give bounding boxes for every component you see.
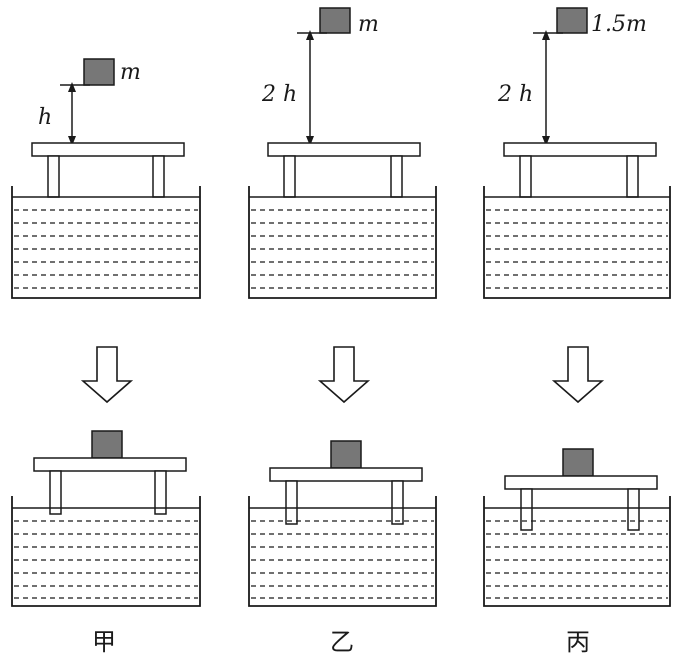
caption-jia: 甲 bbox=[92, 628, 116, 656]
height-label-yi: 2 h bbox=[261, 82, 297, 107]
table-leg-left-bing bbox=[519, 155, 532, 198]
table-leg-right-bing bbox=[626, 155, 639, 198]
table-leg-right-after-yi bbox=[391, 480, 404, 525]
water-tank-bottom-bing bbox=[483, 496, 671, 607]
water-tank-bottom-jia bbox=[11, 496, 201, 607]
before-scene-bing: 1.5m 2 h bbox=[483, 7, 671, 299]
after-scene-bing bbox=[483, 448, 671, 607]
table-top-after-yi bbox=[269, 467, 423, 482]
table-top-bing bbox=[503, 142, 657, 157]
table-top-after-jia bbox=[33, 457, 187, 472]
mass-label-yi: m bbox=[358, 12, 379, 37]
panel-bing: 1.5m 2 h bbox=[483, 7, 671, 656]
mass-label-jia: m bbox=[120, 60, 141, 85]
caption-yi: 乙 bbox=[330, 628, 354, 656]
mass-block-after-bing bbox=[562, 448, 594, 477]
table-leg-left-yi bbox=[283, 155, 296, 198]
before-scene-jia: m h bbox=[11, 58, 201, 299]
mass-block-after-yi bbox=[330, 440, 362, 469]
down-arrow-bing bbox=[551, 346, 605, 404]
table-leg-left-after-yi bbox=[285, 480, 298, 525]
after-scene-yi bbox=[248, 440, 437, 607]
water-tank-top-jia bbox=[11, 186, 201, 299]
table-leg-left-after-jia bbox=[49, 470, 62, 515]
height-label-jia: h bbox=[38, 105, 52, 130]
table-leg-left-after-bing bbox=[520, 488, 533, 531]
table-leg-right-jia bbox=[152, 155, 165, 198]
caption-bing: 丙 bbox=[566, 628, 590, 656]
water-tank-top-yi bbox=[248, 186, 437, 299]
table-top-yi bbox=[267, 142, 421, 157]
table-top-jia bbox=[31, 142, 185, 157]
table-leg-right-yi bbox=[390, 155, 403, 198]
height-label-bing: 2 h bbox=[497, 82, 533, 107]
mass-block-after-jia bbox=[91, 430, 123, 459]
water-tank-top-bing bbox=[483, 186, 671, 299]
table-leg-right-after-jia bbox=[154, 470, 167, 515]
water-tank-bottom-yi bbox=[248, 496, 437, 607]
mass-block-yi bbox=[319, 7, 351, 34]
table-top-after-bing bbox=[504, 475, 658, 490]
down-arrow-jia bbox=[80, 346, 134, 404]
after-scene-jia bbox=[11, 430, 201, 607]
before-scene-yi: m 2 h bbox=[248, 7, 437, 299]
table-leg-left-jia bbox=[47, 155, 60, 198]
down-arrow-yi bbox=[317, 346, 371, 404]
mass-label-bing: 1.5m bbox=[591, 12, 647, 37]
panel-jia: m h bbox=[11, 58, 201, 656]
mass-block-bing bbox=[556, 7, 588, 34]
panel-yi: m 2 h bbox=[248, 7, 437, 656]
table-leg-right-after-bing bbox=[627, 488, 640, 531]
mass-block-jia bbox=[83, 58, 115, 86]
